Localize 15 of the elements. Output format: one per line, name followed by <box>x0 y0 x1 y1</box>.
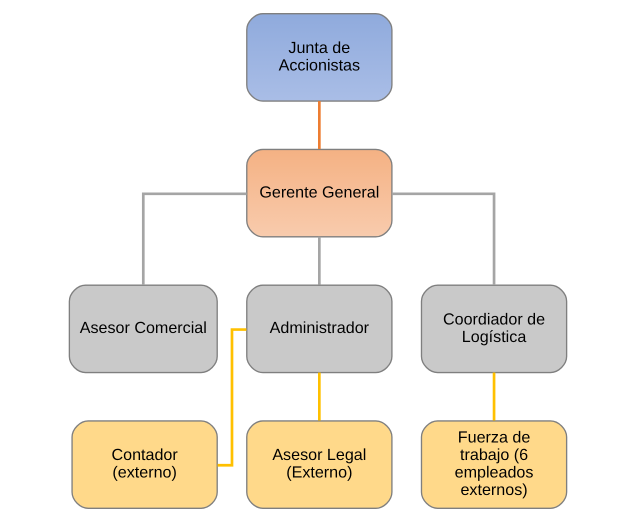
node-box: Asesor Legal (Externo) <box>246 420 392 509</box>
connector <box>217 328 246 467</box>
connector <box>141 192 246 286</box>
connector <box>318 236 320 285</box>
node-box: Gerente General <box>246 148 392 238</box>
connector <box>318 372 320 421</box>
node-box: Fuerza de trabajo (6 empleados externos) <box>420 420 567 509</box>
node-box: Administrador <box>246 284 392 374</box>
connector <box>318 101 320 150</box>
node-box: Junta de Accionistas <box>246 13 392 102</box>
connector <box>391 192 495 286</box>
node-box: Contador (externo) <box>70 420 218 509</box>
node-box: Coordiador de Logística <box>420 284 567 374</box>
connector <box>492 372 495 421</box>
node-box: Asesor Comercial <box>68 284 218 374</box>
